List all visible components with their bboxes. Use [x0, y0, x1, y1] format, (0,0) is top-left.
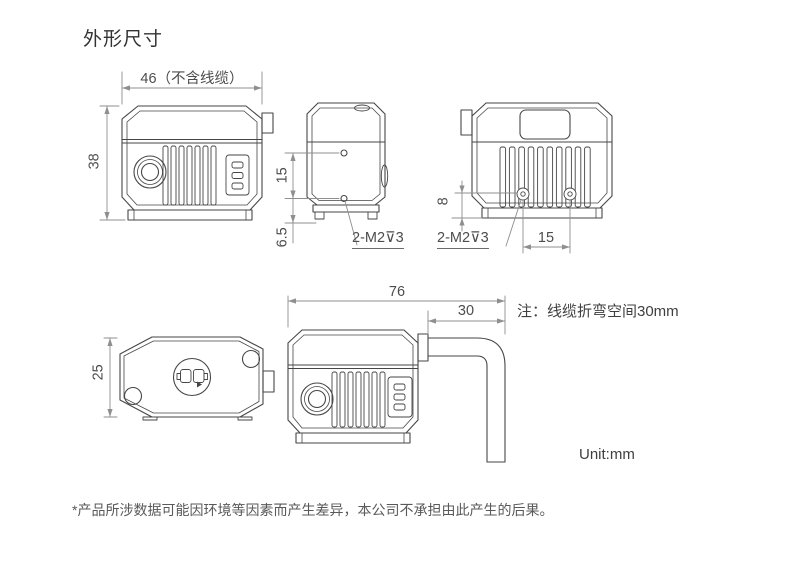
rear-screw-hole-right: [563, 187, 577, 201]
side-view-drawing: [306, 102, 389, 220]
top-orientation-marker: [197, 381, 202, 388]
lens-circles: [133, 155, 167, 189]
cable-connector-stub: [417, 333, 429, 362]
rear-body-inner-outline: [476, 107, 608, 204]
side-screw-hole-upper: [340, 149, 348, 157]
cable-heatsink-fins: [331, 371, 386, 428]
top-screw-hole-left: [123, 386, 143, 406]
rear-body-outline: [471, 102, 613, 209]
front-view-drawing: [121, 105, 274, 221]
rear-base: [481, 207, 603, 219]
front-base: [127, 209, 253, 221]
top-foot-left: [142, 416, 158, 421]
cable-body-inner-outline: [292, 334, 414, 429]
rear-connector-cutout: [519, 109, 571, 140]
disclaimer-footer: *产品所涉数据可能因环境等因素而产生差异，本公司不承担由此产生的后果。: [72, 502, 554, 518]
cable-bend-note: 注：线缆折弯空间30mm: [517, 303, 679, 320]
bent-cable: [427, 337, 506, 463]
side-foot-right: [367, 211, 378, 220]
top-body-inner-outline: [123, 340, 260, 414]
side-thread-leader: [344, 200, 358, 246]
rear-screw-hole-left: [516, 187, 530, 201]
dimension-lines: [99, 71, 571, 418]
unit-label: Unit:mm: [579, 446, 635, 463]
side-body-inner-outline: [311, 107, 381, 201]
top-foot-right: [237, 416, 253, 421]
dim-front-height-label: 38: [86, 153, 103, 170]
cable-base: [295, 432, 411, 444]
dim-cable-bend-label: 30: [457, 303, 475, 319]
rear-left-tab: [460, 109, 473, 136]
rear-heatsink-fins: [499, 146, 591, 208]
dim-top-depth-label: 25: [90, 364, 107, 381]
side-body-outline: [306, 102, 386, 206]
top-connector-sockets: [176, 369, 208, 383]
side-edge-bump: [380, 164, 389, 188]
front-body-inner-outline: [126, 110, 258, 206]
top-view-drawing: [119, 336, 275, 421]
front-led-indicators: [225, 154, 250, 196]
side-thread-callout: 2-M2⊽3: [352, 230, 404, 249]
rear-thread-leader: [505, 199, 522, 247]
cable-lens-circles: [300, 382, 334, 416]
rear-thread-callout: 2-M2⊽3: [437, 230, 489, 249]
front-heatsink-fins: [162, 145, 217, 206]
side-screw-hole-lower: [340, 194, 348, 203]
side-base: [312, 204, 380, 213]
cable-view-drawing: [287, 329, 506, 463]
dim-side-hole-offset-label: 6.5: [274, 227, 291, 248]
front-side-tab: [261, 112, 274, 134]
top-side-tab: [262, 370, 275, 393]
page-title: 外形尺寸: [83, 29, 164, 50]
side-top-oval-hole: [354, 104, 370, 112]
dim-rear-hole-offset-label: 8: [435, 197, 452, 206]
dim-overall-length-label: 76: [388, 284, 406, 300]
top-connector-circle: [172, 357, 212, 397]
dim-side-hole-spacing-label: 15: [274, 167, 291, 184]
dim-front-width-label: 46（不含线缆）: [140, 71, 244, 87]
top-screw-hole-right: [241, 349, 261, 369]
dim-rear-hole-spacing-label: 15: [537, 230, 555, 246]
side-foot-left: [314, 211, 325, 220]
rear-view-drawing: [460, 102, 613, 219]
cable-led-indicators: [387, 376, 413, 418]
dimension-arrows: [104, 85, 570, 417]
top-body-outline: [119, 336, 264, 418]
